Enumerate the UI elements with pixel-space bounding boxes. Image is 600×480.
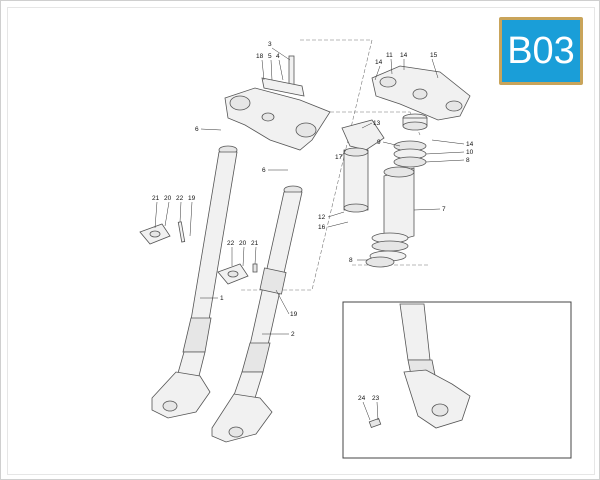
bearing-set-lower	[365, 232, 409, 268]
callout-labels: 3 18 5 4 6 6 11 14 15 14 13 17 9 14 10 8…	[152, 41, 474, 402]
callout-14: 14	[400, 52, 408, 59]
steering-stem-tube	[383, 166, 415, 245]
callout-20: 20	[164, 195, 172, 202]
fork-leg-left	[151, 145, 238, 419]
section-code-badge: B03	[499, 17, 583, 85]
damper-body	[343, 147, 369, 213]
callout-10: 10	[466, 149, 474, 156]
callout-7: 7	[442, 206, 446, 213]
section-code: B03	[507, 29, 575, 72]
handlebar-clamp-upper	[261, 77, 305, 97]
callout-22: 22	[176, 195, 184, 202]
callout-20: 20	[239, 240, 247, 247]
callout-2: 2	[291, 331, 295, 338]
callout-6: 6	[195, 126, 199, 133]
callout-8: 8	[466, 157, 470, 164]
callout-19: 19	[188, 195, 196, 202]
callout-21: 21	[251, 240, 259, 247]
callout-6: 6	[262, 167, 266, 174]
axle-clamp-upper	[139, 221, 186, 245]
callout-18: 18	[256, 53, 264, 60]
axle-clamp-lower	[217, 263, 258, 285]
fork-leg-right	[211, 185, 303, 443]
bearing-set-upper	[393, 140, 427, 168]
callout-11: 11	[386, 52, 393, 59]
callout-3: 3	[268, 41, 272, 48]
callout-9: 9	[377, 139, 381, 146]
callout-14: 14	[375, 59, 383, 66]
callout-15: 15	[430, 52, 438, 59]
callout-16: 16	[318, 224, 326, 231]
callout-1: 1	[220, 295, 224, 302]
callout-23: 23	[372, 395, 380, 402]
stem-nut	[402, 113, 428, 131]
upper-triple-clamp	[224, 87, 331, 151]
callout-13: 13	[373, 120, 381, 127]
callout-14: 14	[466, 141, 474, 148]
inset-detail-box	[342, 301, 572, 459]
callout-19: 19	[290, 311, 298, 318]
callout-8: 8	[349, 257, 353, 264]
callout-22: 22	[227, 240, 235, 247]
callout-24: 24	[358, 395, 366, 402]
callout-4: 4	[276, 53, 280, 60]
diagram-inner-border	[7, 7, 595, 475]
steering-damper-bracket	[341, 119, 385, 151]
callout-leaders	[154, 47, 465, 421]
callout-12: 12	[318, 214, 326, 221]
callout-17: 17	[335, 154, 343, 161]
top-yoke-right	[371, 65, 471, 121]
callout-21: 21	[152, 195, 160, 202]
assembly-guide-line	[240, 39, 373, 291]
callout-5: 5	[268, 53, 272, 60]
